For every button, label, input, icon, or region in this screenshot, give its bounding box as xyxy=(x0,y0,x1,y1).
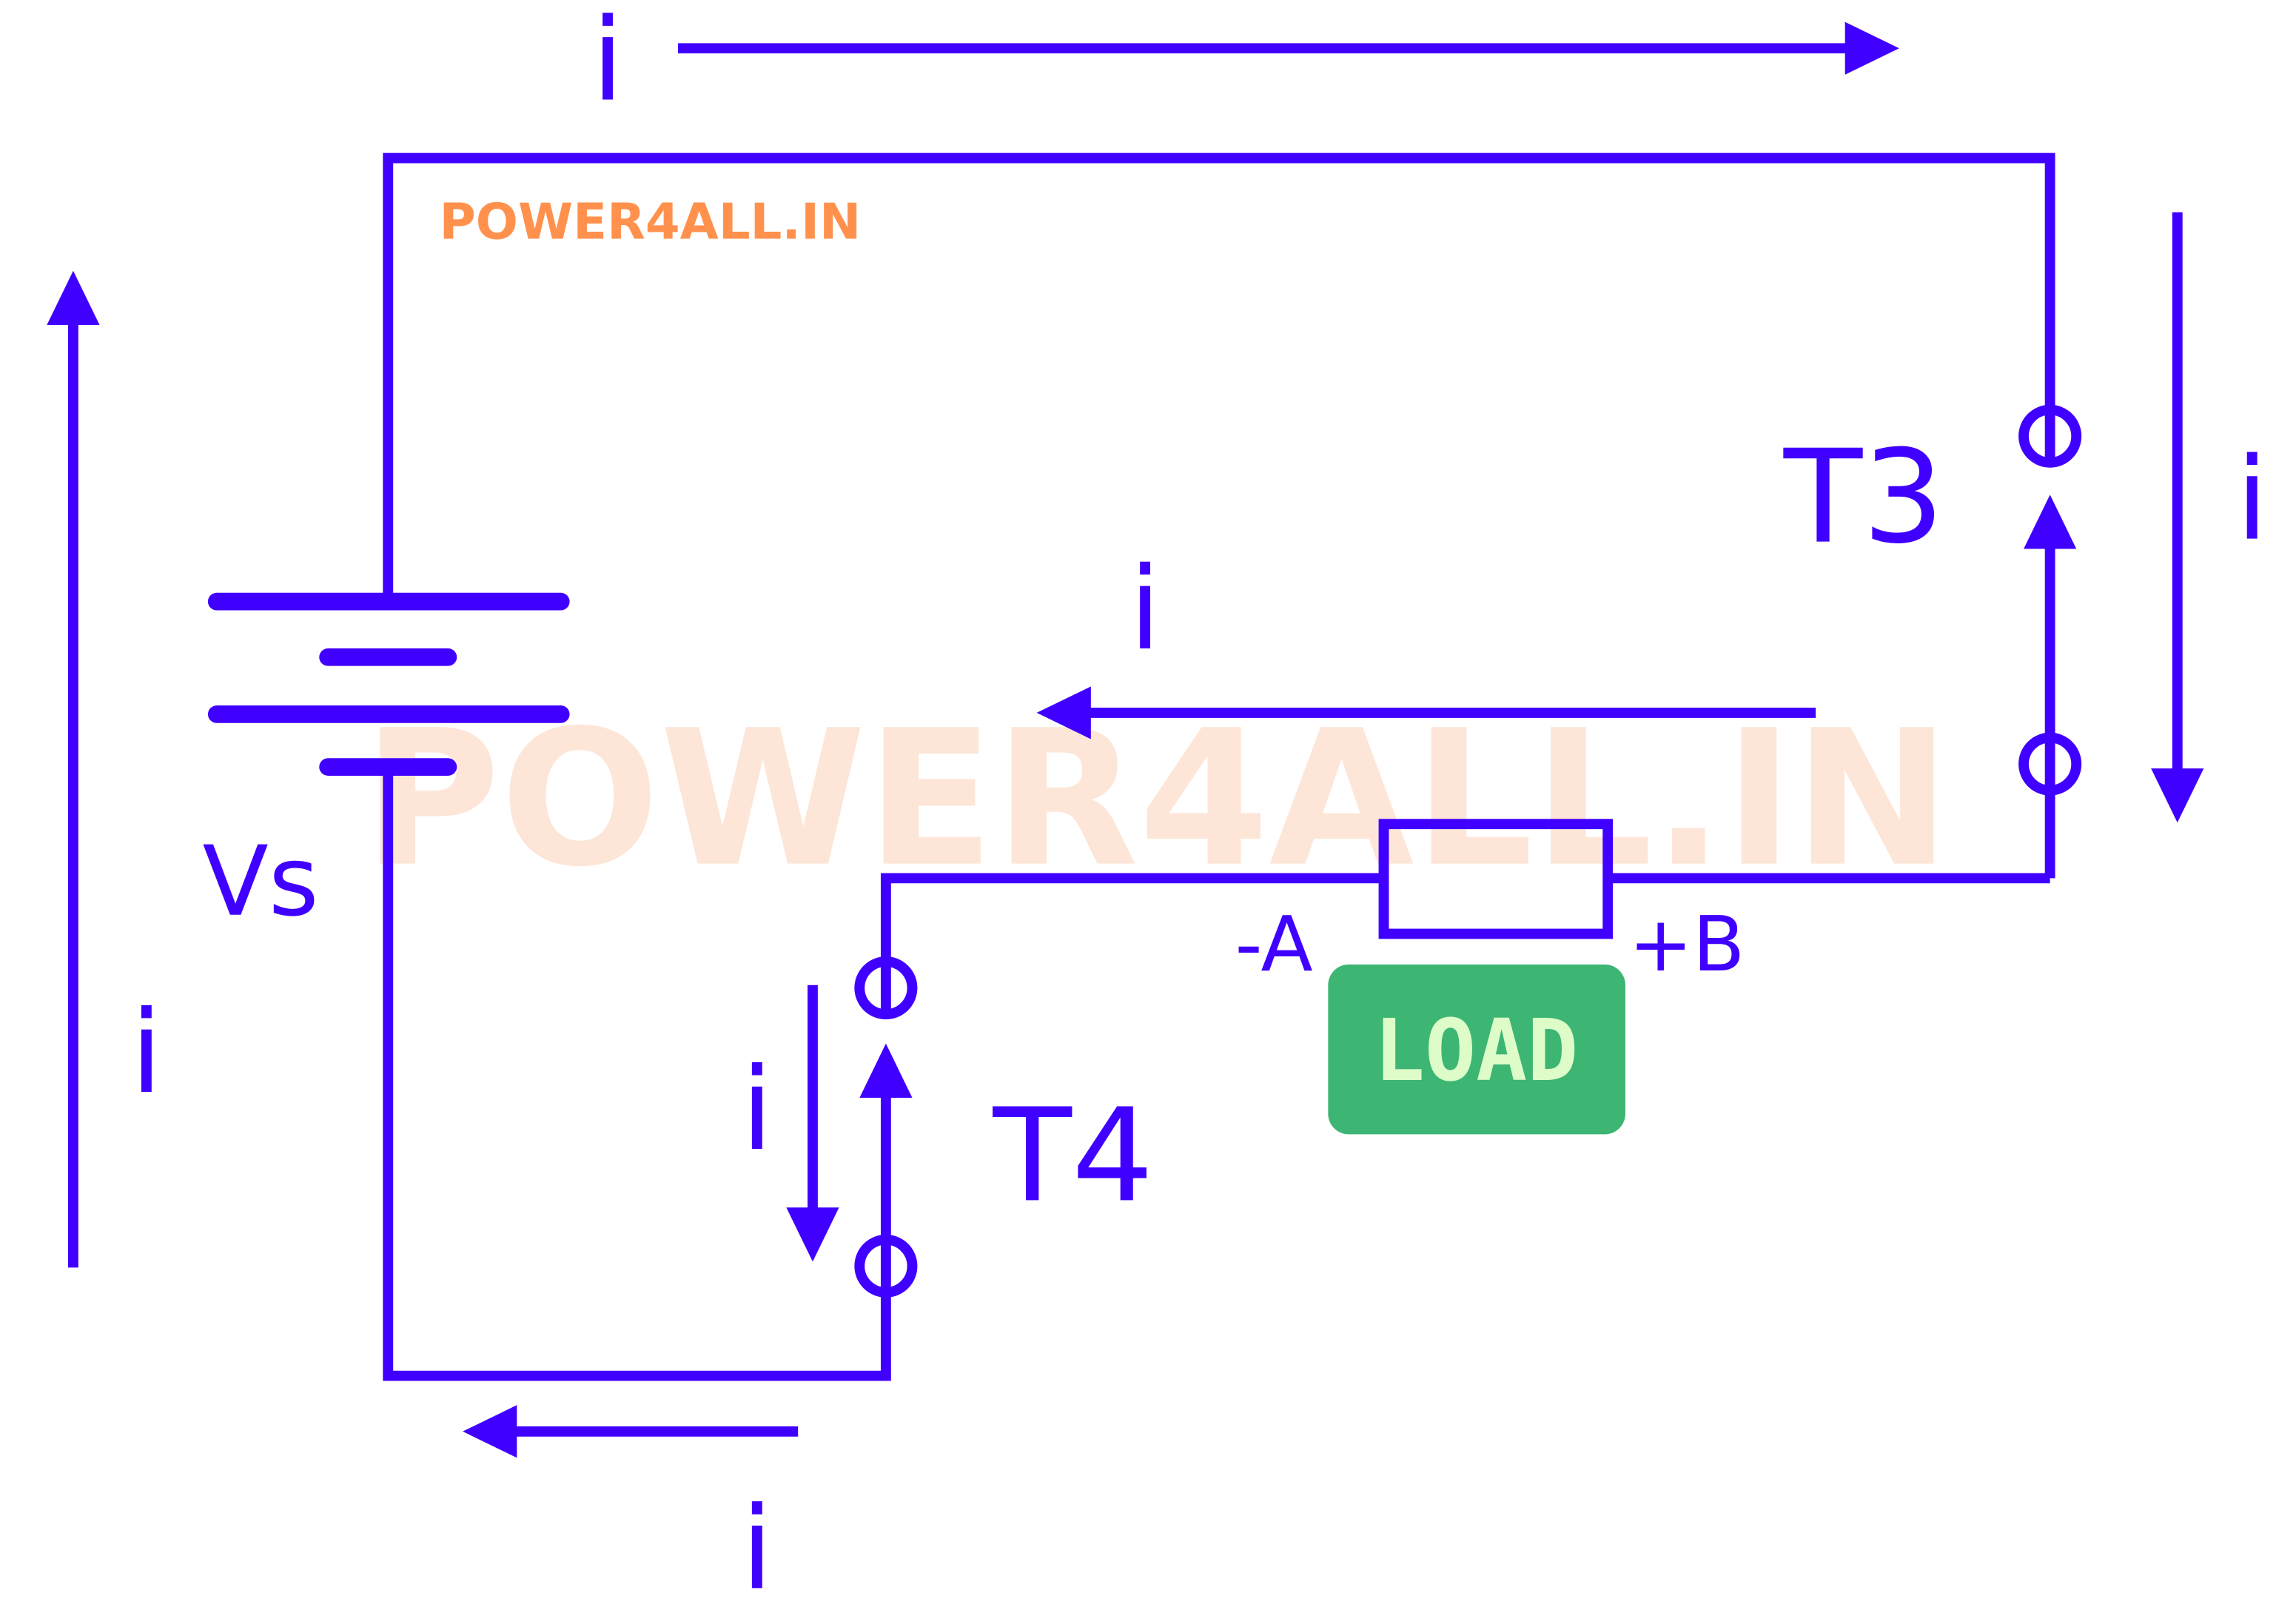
load-resistor xyxy=(1378,819,1614,939)
top-wire xyxy=(383,152,2055,600)
current-arrow-t4 xyxy=(786,985,839,1262)
current-arrow-middle xyxy=(1036,686,1816,739)
bottom-wire xyxy=(383,768,891,1381)
load-badge-label: LOAD xyxy=(1374,1002,1578,1101)
current-label-left: i xyxy=(130,987,162,1119)
source-label: Vs xyxy=(202,825,318,938)
battery-symbol xyxy=(207,592,570,776)
logo: POWER4ALL.IN xyxy=(439,192,861,250)
load-left-wire xyxy=(880,873,1384,964)
current-arrow-left xyxy=(47,270,100,1268)
load-terminal-a-label: -A xyxy=(1235,901,1313,989)
current-label-bottom: i xyxy=(741,1483,773,1610)
current-label-right: i xyxy=(2236,434,2268,566)
current-label-middle: i xyxy=(1129,543,1161,676)
current-label-t4: i xyxy=(741,1044,773,1176)
current-arrow-right xyxy=(2151,212,2204,823)
current-arrow-top xyxy=(677,21,1899,75)
switch-t3-label: T3 xyxy=(1783,423,1944,573)
watermark: POWER4ALL.IN xyxy=(363,690,1950,908)
load-badge: LOAD xyxy=(1328,965,1625,1135)
current-label-top: i xyxy=(592,0,624,127)
switch-t4 xyxy=(854,956,918,1298)
switch-t3 xyxy=(2018,404,2082,796)
current-arrow-bottom xyxy=(463,1405,799,1458)
switch-t4-label: T4 xyxy=(993,1081,1154,1231)
load-terminal-b-label: +B xyxy=(1629,901,1745,989)
